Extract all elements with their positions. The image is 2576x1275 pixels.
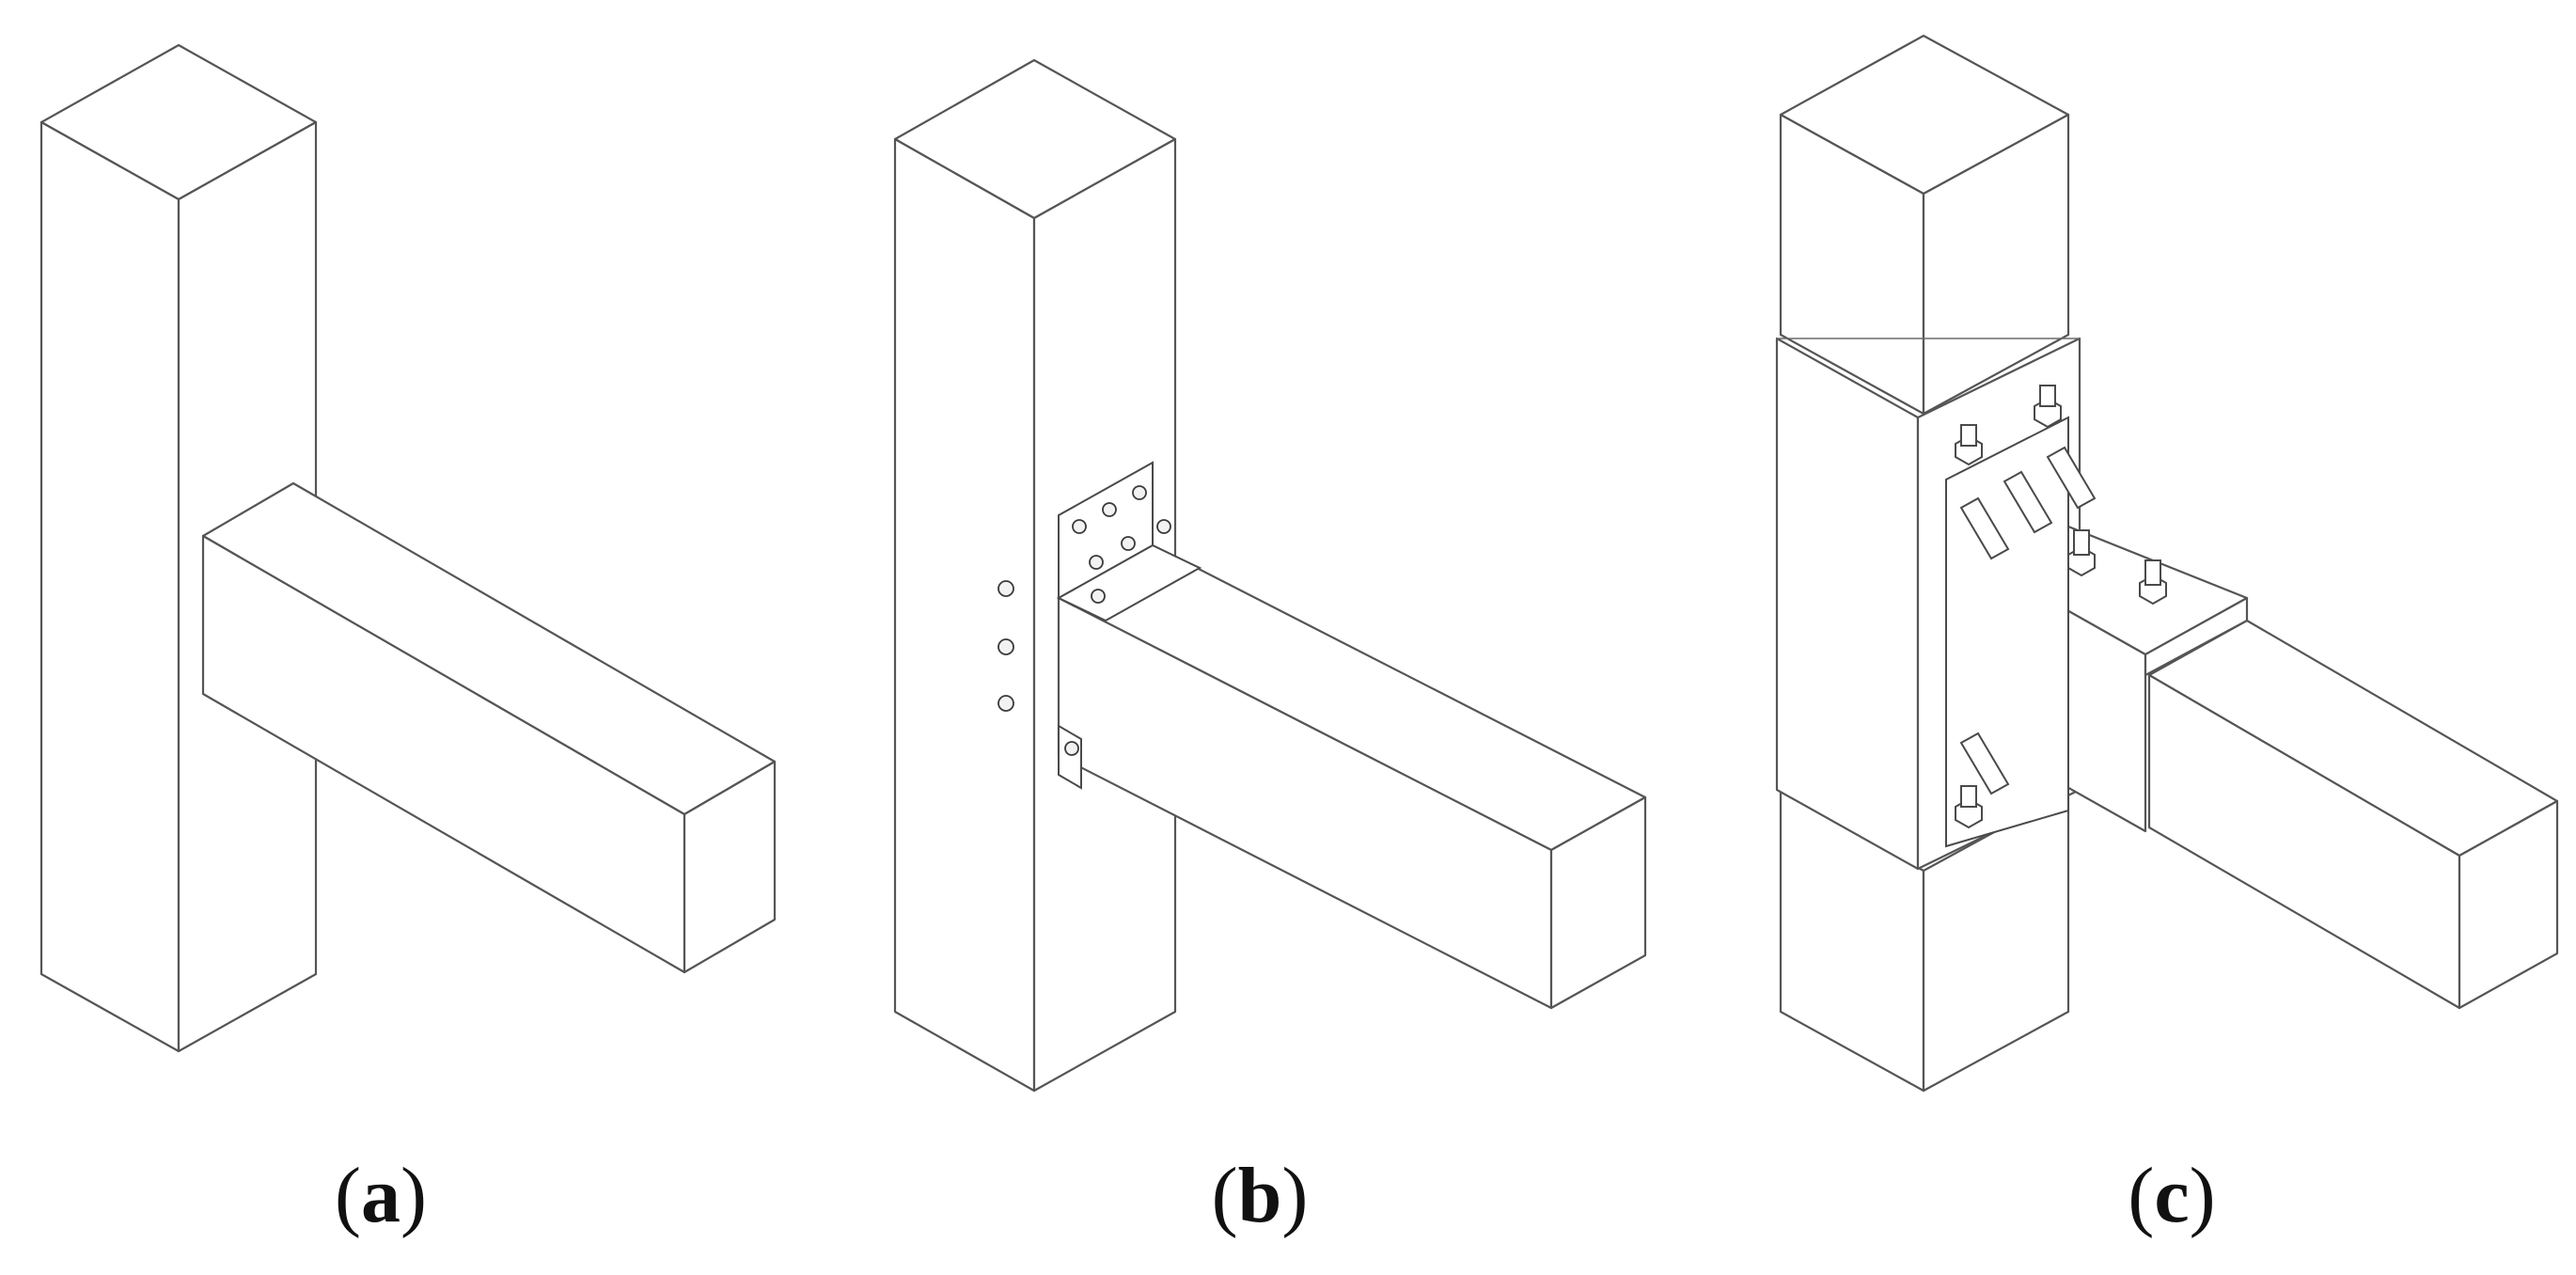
screw-icon [997, 580, 1014, 597]
caption-c: (c) [2128, 1152, 2216, 1239]
screw-icon [1064, 741, 1079, 756]
beam-c [2147, 619, 2559, 1010]
stiffener-fin [1959, 732, 2010, 795]
panel-a [39, 43, 777, 1053]
stiffener-fin [2003, 470, 2053, 534]
screw-icon [1072, 519, 1087, 534]
beam-end-face [683, 760, 777, 974]
angle-bracket-bottom [1058, 724, 1082, 790]
caption-c-letter: c [2154, 1152, 2190, 1239]
beam-end-face [1549, 795, 1647, 1010]
panel-c [1775, 34, 2559, 1093]
screw-icon [997, 638, 1014, 655]
bolt-icon [1955, 785, 1983, 829]
screw-icon [1121, 536, 1136, 551]
panel-b [893, 58, 1647, 1093]
lower-column-c [1779, 790, 2070, 1093]
screw-icon [1102, 502, 1117, 517]
caption-a: (a) [335, 1152, 427, 1239]
bolt-icon [2067, 529, 2096, 577]
beam-end-face [2458, 799, 2559, 1010]
screw-icon [1156, 519, 1171, 534]
column-left-face [893, 137, 1036, 1093]
caption-b-letter: b [1237, 1152, 1282, 1239]
column-screws [997, 580, 1014, 712]
bolt-icon [1955, 424, 1983, 466]
column-left-face [39, 120, 181, 1053]
screw-icon [1132, 485, 1147, 500]
upper-column-c [1779, 34, 2070, 416]
bolt-icon [2139, 559, 2167, 606]
screw-icon [1091, 589, 1106, 604]
sleeve-left-face [1775, 337, 1920, 871]
stiffener-fin [1959, 496, 2010, 560]
screw-icon [997, 695, 1014, 712]
bracket-bottom-leg [1058, 724, 1082, 790]
stiffeners [1959, 446, 2097, 795]
caption-b: (b) [1211, 1152, 1309, 1239]
caption-a-letter: a [361, 1152, 401, 1239]
angle-bracket-top [1056, 461, 1202, 622]
screw-icon [1089, 555, 1104, 570]
bolt-icon [2034, 385, 2062, 429]
beam-a [201, 481, 777, 974]
connector-end-face [2144, 596, 2249, 677]
stiffener-fin [2046, 446, 2097, 510]
beam-b [1057, 543, 1647, 1010]
bolts [1955, 385, 2167, 829]
